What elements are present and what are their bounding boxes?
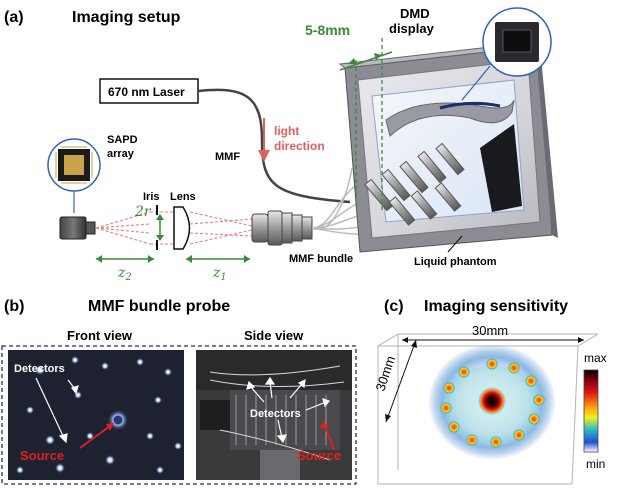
front-source-label: Source — [20, 448, 64, 463]
liquid-phantom — [338, 41, 558, 253]
colorbar-max-label: max — [584, 351, 607, 365]
front-view-title: Front view — [67, 328, 133, 343]
panel-b: (b) MMF bundle probe Front view Side vie… — [1, 298, 357, 485]
depth-arrowhead-top — [411, 340, 417, 348]
laser-label: 670 nm Laser — [108, 85, 185, 99]
dmd-mirror-array — [502, 29, 532, 53]
side-source-arrowhead — [320, 420, 328, 428]
mmf-label: MMF — [215, 151, 240, 163]
light-direction-line2: direction — [274, 139, 325, 153]
panel-a-title: Imaging setup — [72, 9, 181, 26]
width-arrowhead-right — [578, 337, 584, 343]
phantom-label: Liquid phantom — [414, 256, 497, 268]
side-view-title: Side view — [244, 328, 304, 343]
aperture-arrowhead-bottom — [156, 235, 164, 241]
sapd-pins — [55, 146, 93, 184]
gap-arrowhead-right — [374, 53, 382, 60]
side-detectors-label: Detectors — [250, 408, 301, 420]
sapd-label-line2: array — [107, 148, 135, 160]
panel-b-frame — [1, 345, 357, 485]
depth-arrow — [385, 339, 417, 423]
front-source-arrow — [79, 425, 111, 449]
dmd-leader — [461, 65, 491, 101]
sapd-camera — [59, 216, 87, 240]
panel-b-title: MMF bundle probe — [88, 298, 230, 315]
gap-arrow — [339, 51, 393, 71]
phantom-leader — [447, 235, 463, 253]
sensitivity-spots — [440, 358, 545, 448]
iris-label: Iris — [143, 191, 160, 203]
sapd-die — [64, 155, 84, 175]
depth-label: 30mm — [373, 354, 398, 393]
gap-arrowhead-left — [348, 58, 356, 64]
sensitivity-box — [377, 333, 599, 485]
depth-arrowhead-bottom — [385, 414, 391, 422]
colorbar-min-label: min — [586, 457, 605, 471]
panel-b-letter: (b) — [4, 298, 24, 315]
lens-shape — [173, 206, 191, 250]
panel-c-title: Imaging sensitivity — [424, 298, 568, 315]
panel-a-letter: (a) — [4, 9, 24, 26]
panel-c-letter: (c) — [384, 298, 404, 315]
side-source-label: Source — [297, 448, 341, 463]
z1-label: z1 — [212, 265, 227, 283]
relay-rays — [95, 211, 253, 245]
z2-arrowhead-right — [148, 255, 154, 263]
front-source-arrowhead — [106, 423, 114, 431]
mmf-bundle-label: MMF bundle — [289, 253, 353, 265]
aperture-label: 2r — [134, 204, 152, 220]
dmd-label-line1: DMD — [400, 6, 430, 21]
z2-arrowhead-left — [96, 255, 102, 263]
dmd-label-line2: display — [389, 21, 435, 36]
side-source-arrow — [323, 423, 335, 451]
gap-label: 5-8mm — [305, 22, 350, 38]
z2-label: z2 — [117, 265, 132, 283]
front-detectors-label: Detectors — [14, 363, 65, 375]
light-direction-line1: light — [274, 124, 299, 138]
front-detectors-arrows — [35, 377, 79, 444]
width-label: 30mm — [472, 323, 508, 338]
panel-c: (c) Imaging sensitivity 30mm 30mm — [373, 298, 607, 485]
laser-box — [99, 78, 199, 104]
colorbar — [583, 369, 599, 453]
light-direction-arrowhead — [258, 150, 270, 162]
z1-arrowhead-right — [244, 255, 250, 263]
mmf-bundle — [251, 167, 393, 246]
sensitivity-core — [478, 387, 506, 415]
mmf-fiber — [197, 88, 351, 204]
front-view-photo — [8, 350, 184, 480]
sapd-camera-lens — [85, 221, 96, 235]
side-detectors-arrows — [246, 376, 331, 444]
width-arrowhead-left — [402, 337, 408, 343]
z1-arrowhead-left — [186, 255, 192, 263]
sapd-label-line1: SAPD — [107, 134, 138, 146]
aperture-arrowhead-top — [156, 214, 164, 220]
lens-label: Lens — [170, 191, 196, 203]
panel-a: (a) Imaging setup 670 nm Laser MMF light… — [4, 6, 558, 283]
